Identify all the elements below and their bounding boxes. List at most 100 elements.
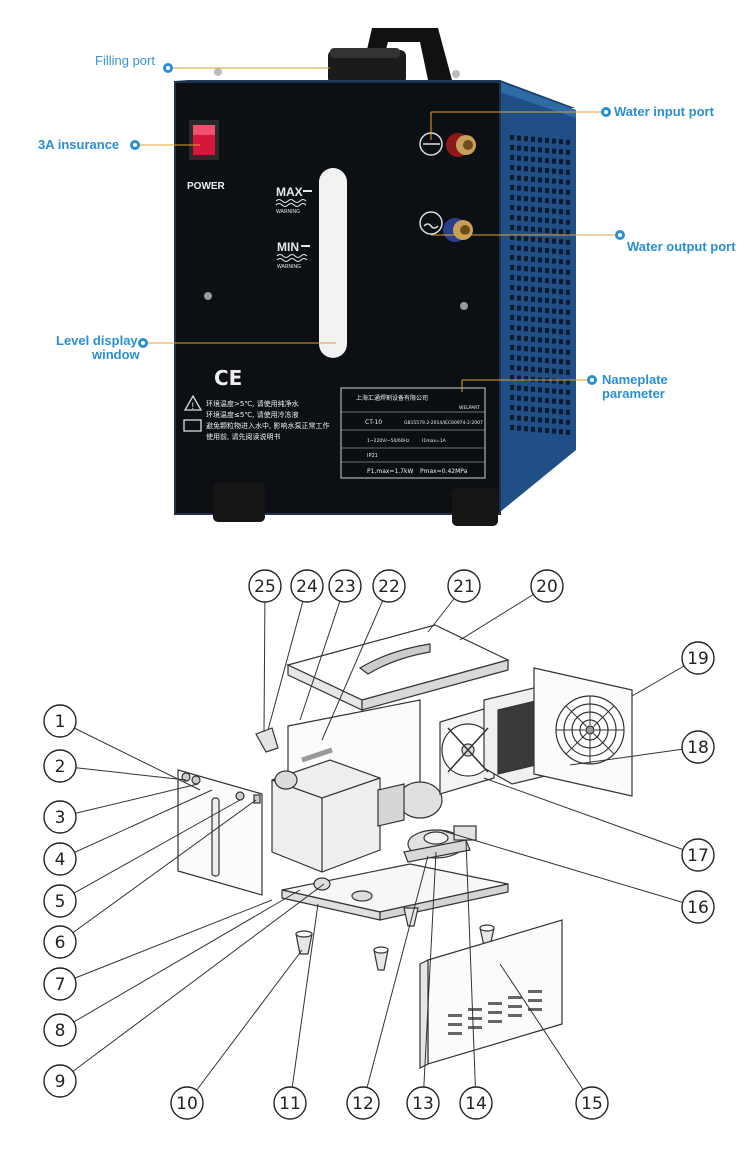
svg-text:MAX: MAX (276, 185, 303, 199)
callout-nameplate: Nameplate parameter (602, 373, 668, 401)
leader-12 (362, 855, 429, 1104)
callout-leaders (135, 67, 618, 392)
svg-text:环境温度>5℃, 请使用纯净水: 环境温度>5℃, 请使用纯净水 (206, 399, 299, 408)
part-number-8: 8 (55, 1021, 66, 1041)
part-number-16: 16 (687, 898, 709, 918)
callout-nameplate-line2: parameter (602, 386, 665, 401)
part-bubble-15: 15 (575, 1086, 609, 1120)
part-bubble-12: 12 (346, 1086, 380, 1120)
part-number-4: 4 (55, 850, 66, 870)
svg-text:!: ! (191, 402, 195, 412)
power-label: POWER (187, 181, 226, 192)
part-number-17: 17 (687, 846, 709, 866)
max-mark: MAX WARNING (275, 185, 312, 215)
leader-22 (321, 585, 390, 741)
part-number-1: 1 (55, 712, 66, 732)
callout-level-display: Level display window (56, 334, 140, 362)
part-number-5: 5 (55, 892, 66, 912)
part-bubble-10: 10 (170, 1086, 204, 1120)
svg-text:WARNING: WARNING (277, 264, 301, 270)
part-bubble-20: 20 (530, 569, 564, 603)
leader-3 (59, 783, 199, 818)
fan-guard-lines (447, 696, 624, 773)
part-number-13: 13 (412, 1094, 434, 1114)
callout-filling-port: Filling port (95, 53, 155, 68)
part-number-7: 7 (55, 975, 66, 995)
part-number-12: 12 (352, 1094, 374, 1114)
leader-7 (59, 899, 273, 985)
screw-icon (460, 302, 468, 310)
svg-text:CT-10: CT-10 (365, 419, 382, 426)
svg-text:I1max=1A: I1max=1A (422, 438, 447, 444)
part-bubble-6: 6 (43, 925, 77, 959)
water-input-port[interactable] (419, 132, 476, 157)
cover-handle (358, 643, 431, 675)
svg-text:GB15579.2-2014/IEC60974-2:2007: GB15579.2-2014/IEC60974-2:2007 (404, 420, 483, 426)
callout-3a-insurance: 3A insurance (38, 137, 120, 152)
leader-9 (59, 883, 325, 1082)
leader-18 (569, 746, 699, 766)
part-number-15: 15 (581, 1094, 603, 1114)
product-photo: POWER MAX WARNING MIN WARNING CE (0, 0, 750, 540)
svg-text:使用前, 请先阅读说明书: 使用前, 请先阅读说明书 (206, 432, 280, 441)
part-bubble-24: 24 (290, 569, 324, 603)
callout-level-line1: Level display (56, 333, 138, 348)
leader-24 (267, 585, 308, 731)
callout-water-output: Water output port (627, 239, 736, 254)
part-bubble-18: 18 (681, 730, 715, 764)
part-bubble-5: 5 (43, 884, 77, 918)
screw-icon (204, 292, 212, 300)
part-number-14: 14 (465, 1094, 487, 1114)
parts-drawing (177, 624, 633, 1069)
part-number-18: 18 (687, 738, 709, 758)
part-bubble-11: 11 (273, 1086, 307, 1120)
part-number-22: 22 (378, 577, 400, 597)
part-number-23: 23 (334, 577, 356, 597)
handle (328, 28, 452, 84)
ce-mark: CE (214, 366, 242, 390)
part-bubble-2: 2 (43, 749, 77, 783)
svg-text:IP21: IP21 (367, 453, 378, 459)
leader-14 (465, 839, 477, 1104)
part-bubble-13: 13 (406, 1086, 440, 1120)
leader-8 (59, 889, 301, 1031)
power-switch[interactable] (189, 120, 219, 160)
level-window (319, 168, 347, 358)
foot-right (452, 488, 498, 526)
svg-text:环境温度≤5℃, 请使用冷冻液: 环境温度≤5℃, 请使用冷冻液 (206, 410, 299, 419)
foot-left (213, 482, 265, 522)
svg-text:上海汇通焊割设备有限公司: 上海汇通焊割设备有限公司 (356, 394, 428, 402)
leader-4 (59, 789, 213, 860)
part-number-6: 6 (55, 933, 66, 953)
part-number-10: 10 (176, 1094, 198, 1114)
leader-17 (483, 777, 699, 856)
leader-15 (499, 963, 593, 1104)
part-number-21: 21 (453, 577, 475, 597)
part-bubble-17: 17 (681, 838, 715, 872)
side-panel-slots (448, 990, 542, 1035)
warning-block: ! 环境温度>5℃, 请使用纯净水 环境温度≤5℃, 请使用冷冻液 避免颗粒物进… (183, 394, 329, 441)
callout-level-line2: window (92, 347, 140, 362)
part-number-24: 24 (296, 577, 318, 597)
leader-13 (422, 851, 437, 1104)
leader-20 (459, 585, 548, 641)
leader-2 (59, 765, 187, 781)
part-bubble-14: 14 (459, 1086, 493, 1120)
leader-16 (439, 829, 699, 908)
part-number-25: 25 (254, 577, 276, 597)
part-bubble-8: 8 (43, 1013, 77, 1047)
part-number-3: 3 (55, 808, 66, 828)
part-bubble-4: 4 (43, 842, 77, 876)
callout-nameplate-line1: Nameplate (602, 372, 668, 387)
part-bubble-25: 25 (248, 569, 282, 603)
min-mark: MIN WARNING (276, 240, 310, 270)
part-bubble-1: 1 (43, 704, 77, 738)
part-number-11: 11 (279, 1094, 301, 1114)
filling-cap (328, 50, 406, 84)
part-number-9: 9 (55, 1072, 66, 1092)
part-bubble-3: 3 (43, 800, 77, 834)
nameplate: 上海汇通焊割设备有限公司 WELPART CT-10 GB15579.2-201… (340, 387, 486, 479)
part-bubble-9: 9 (43, 1064, 77, 1098)
